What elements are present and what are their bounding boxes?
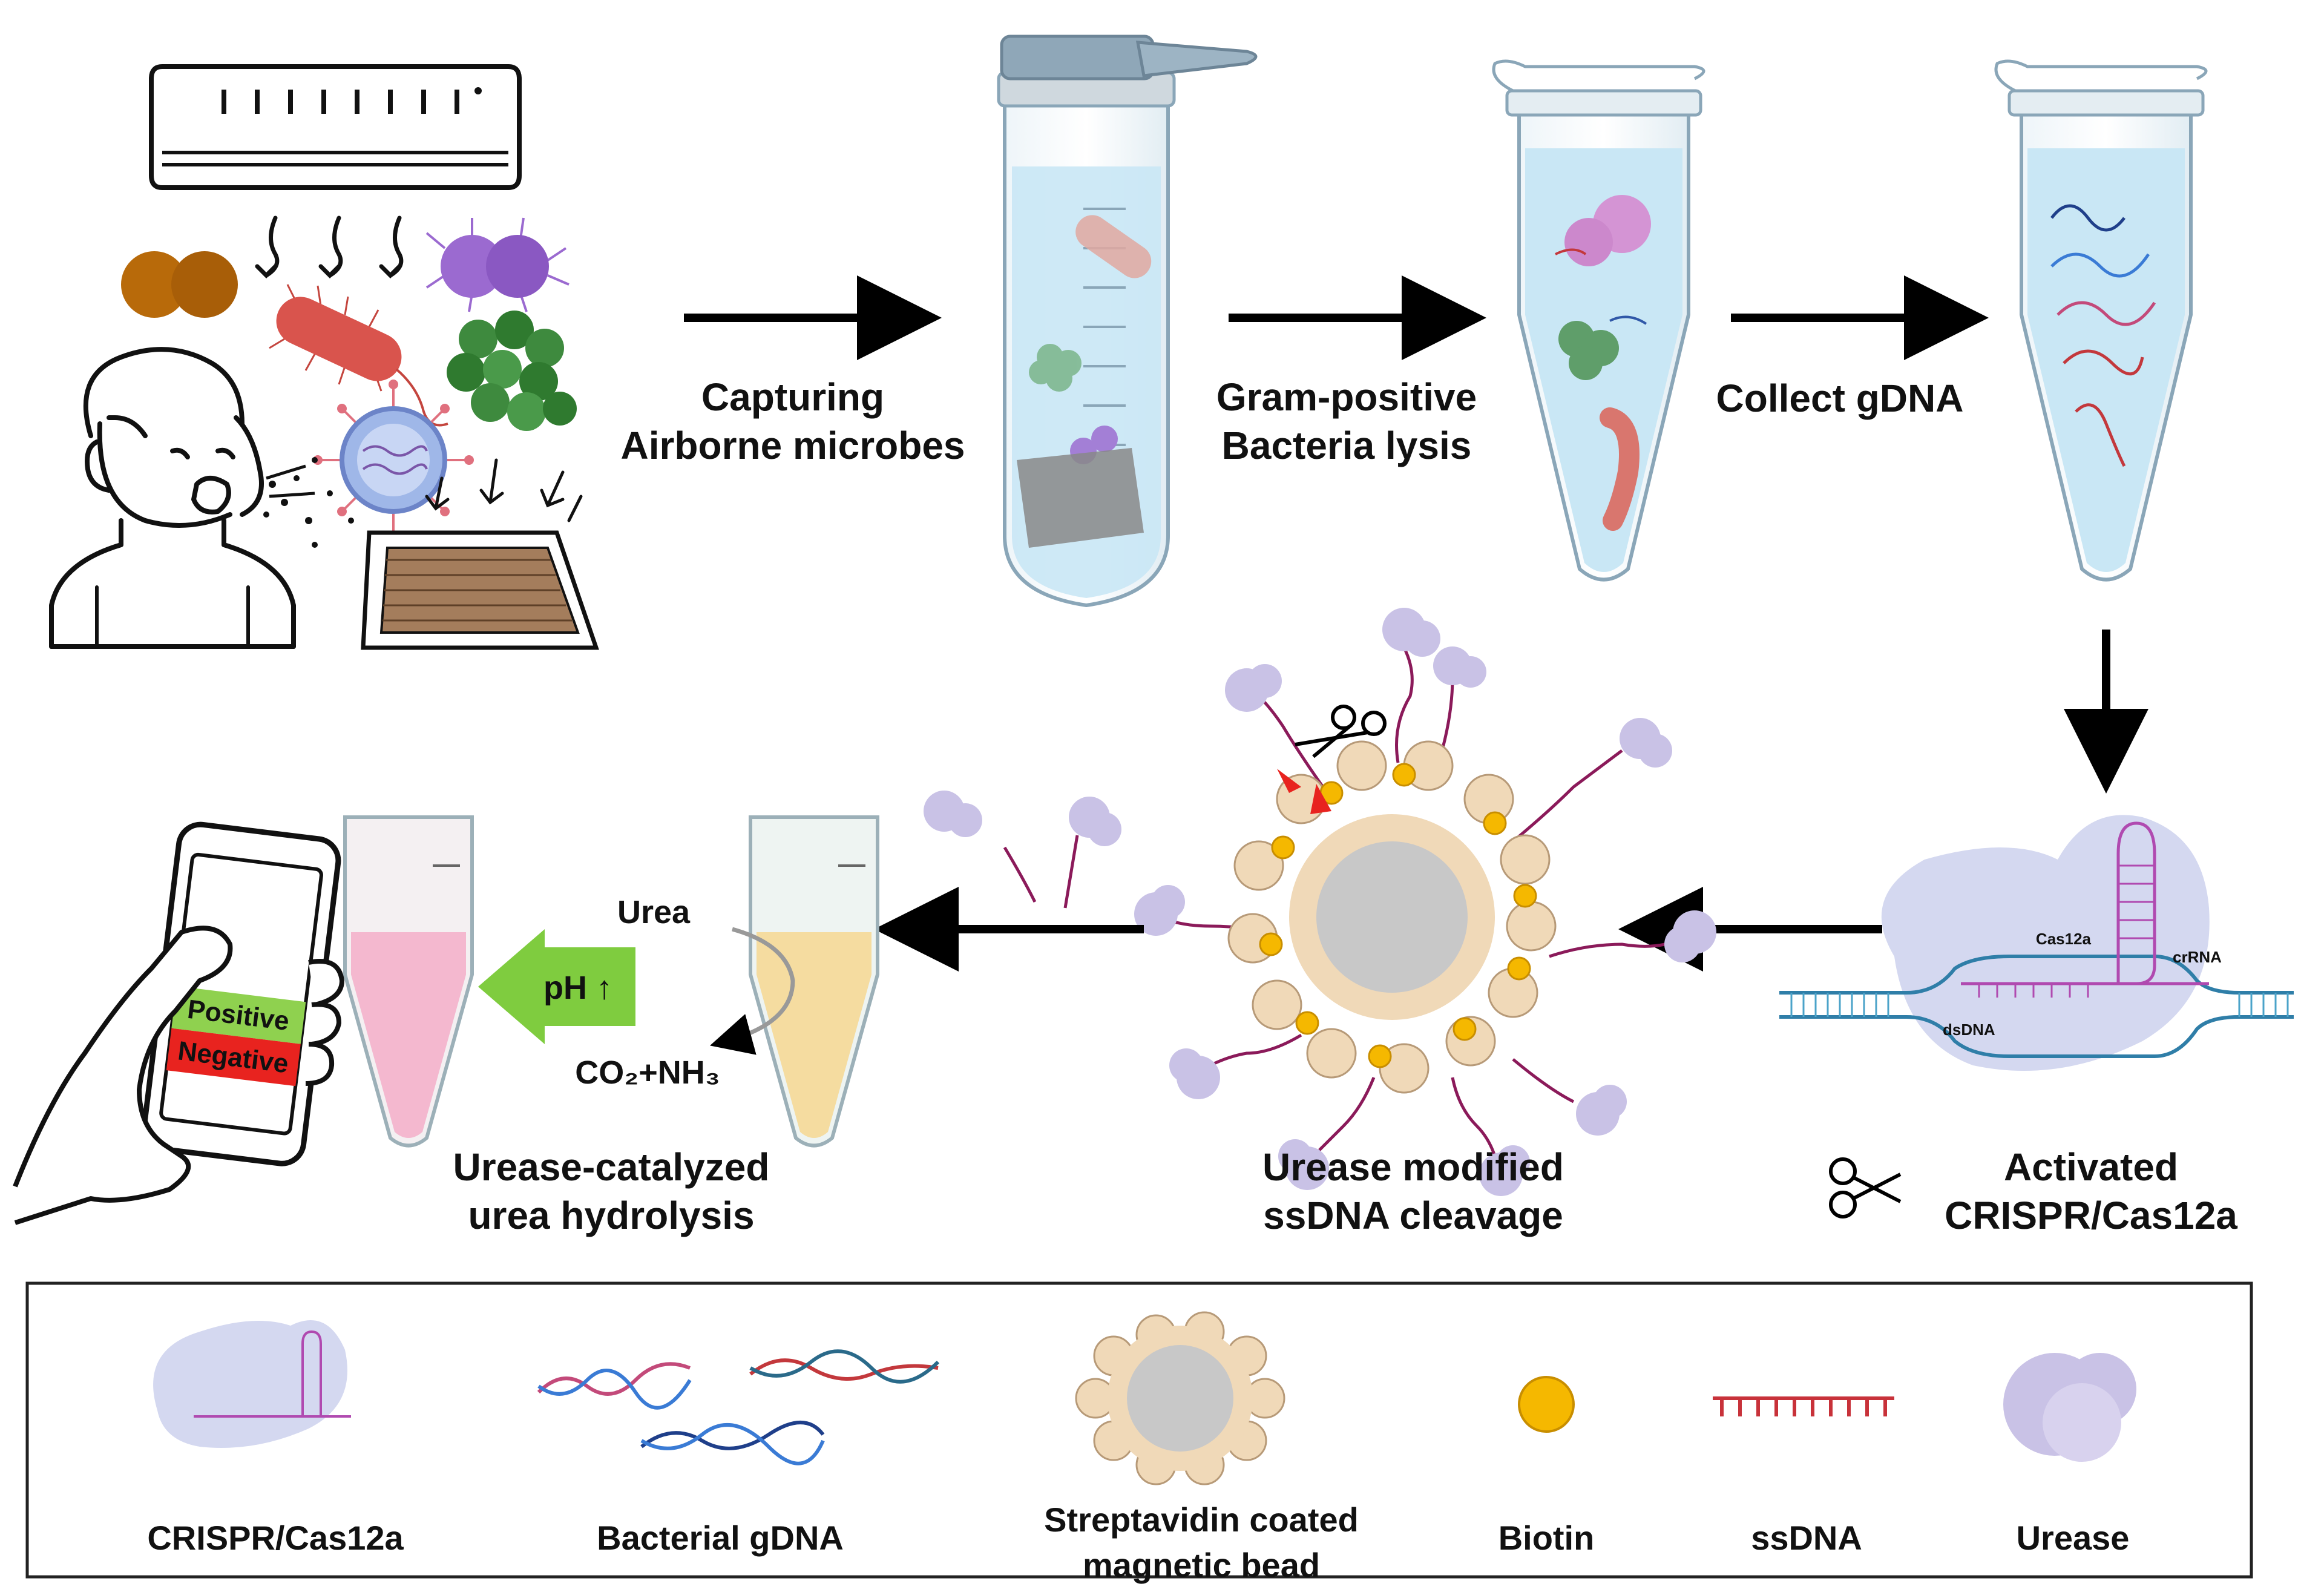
negative-indicator xyxy=(166,1028,301,1087)
label-lysis-line1: Gram-positive xyxy=(1216,375,1477,419)
legend-gdna-icon xyxy=(537,1349,940,1465)
label-activated-line2: CRISPR/Cas12a xyxy=(1945,1194,2237,1237)
scissors-cleave-icon xyxy=(1295,705,1387,758)
legend-cas12a-icon xyxy=(153,1320,351,1448)
virus-icon xyxy=(313,380,474,541)
spray-lines-icon xyxy=(266,464,315,498)
legend-label-bead-line2: magnetic bead xyxy=(1083,1546,1320,1584)
label-cleavage-line1: Urease modified xyxy=(1262,1145,1564,1189)
hydrolysis-tube-icon xyxy=(749,815,879,1148)
label-cas12a: Cas12a xyxy=(2036,930,2092,948)
smartphone-icon: Positive Negative xyxy=(141,821,341,1166)
falcon-tube-icon xyxy=(997,35,1258,608)
person-sneezing-icon xyxy=(49,347,296,649)
label-dsdna: dsDNA xyxy=(1943,1021,1995,1039)
label-urea: Urea xyxy=(617,894,691,930)
legend-label-urease: Urease xyxy=(2017,1519,2130,1557)
label-hydrolysis-line2: urea hydrolysis xyxy=(468,1194,754,1237)
label-collect: Collect gDNA xyxy=(1716,377,1964,420)
legend-label-ssdna: ssDNA xyxy=(1751,1519,1862,1557)
label-lysis-line2: Bacteria lysis xyxy=(1222,424,1472,467)
diplococcus-brown-icon xyxy=(121,251,238,318)
legend-ssdna-icon xyxy=(1713,1396,1894,1416)
droplets-icon xyxy=(263,457,354,548)
legend-label-biotin: Biotin xyxy=(1498,1519,1595,1557)
legend-urease-icon xyxy=(2003,1353,2136,1462)
hand-icon xyxy=(13,926,344,1225)
gdna-tube-icon xyxy=(1994,59,2208,582)
label-capturing-line1: Capturing xyxy=(701,375,884,419)
released-urease-icon xyxy=(924,791,1121,909)
legend-label-bead-line1: Streptavidin coated xyxy=(1044,1501,1359,1539)
lysis-tube-icon xyxy=(1492,59,1705,582)
cas12a-complex-icon: Cas12a crRNA dsDNA xyxy=(1779,815,2294,1071)
label-capturing-line2: Airborne microbes xyxy=(620,424,965,467)
scissors-icon xyxy=(1829,1157,1902,1218)
air-conditioner-icon xyxy=(149,64,522,190)
staphylococcus-green-icon xyxy=(447,311,577,431)
label-cleavage-line2: ssDNA cleavage xyxy=(1263,1194,1563,1237)
label-ph: pH ↑ xyxy=(543,970,612,1006)
urea-arrow-icon xyxy=(709,927,795,1055)
ph-arrow-icon xyxy=(478,929,635,1044)
legend-label-cas12a: CRISPR/Cas12a xyxy=(147,1519,404,1557)
label-products: CO₂+NH₃ xyxy=(575,1054,720,1091)
airflow-arrows-icon xyxy=(255,215,404,278)
label-hydrolysis-line1: Urease-catalyzed xyxy=(453,1145,770,1189)
legend-biotin-icon xyxy=(1518,1376,1575,1433)
legend-label-gdna: Bacterial gDNA xyxy=(597,1519,844,1557)
positive-indicator xyxy=(171,986,306,1044)
diplococcus-purple-icon xyxy=(425,217,570,312)
urease-bead-complex-icon xyxy=(1134,608,1716,1196)
air-filter-icon xyxy=(361,458,599,650)
label-crrna: crRNA xyxy=(2173,948,2222,966)
rod-bacterium-icon xyxy=(269,284,448,427)
result-tube-icon xyxy=(343,815,474,1148)
label-activated-line1: Activated xyxy=(2004,1145,2178,1189)
legend-bead-icon xyxy=(1075,1311,1285,1485)
